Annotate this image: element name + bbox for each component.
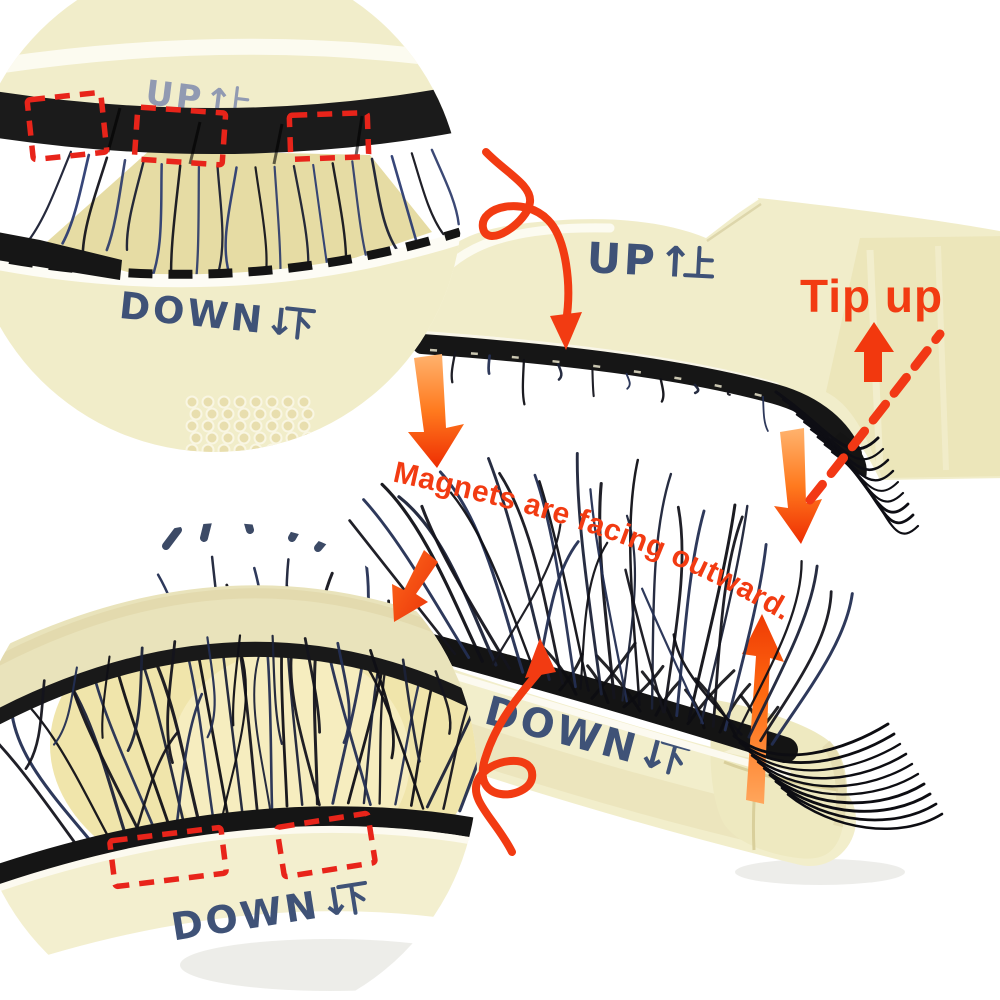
upper-lash-band (412, 334, 862, 464)
kanji-xia-glyph (336, 880, 367, 915)
gradient-down-arrow-left (408, 354, 464, 468)
inset2-cut-text-marks (162, 523, 332, 552)
foot-lash-sweep (732, 722, 944, 830)
central-lash-fan (348, 451, 854, 746)
magnet-highlight-box (286, 110, 372, 162)
inset2-upper-lash-fan (24, 634, 452, 770)
tip-up-label: Tip up (800, 270, 943, 322)
inset1-magnet-edge-dashes (0, 227, 462, 279)
inset1-gloss (0, 38, 462, 78)
inset2-lower-gloss (0, 825, 477, 902)
gradient-down-arrow-right (774, 428, 822, 544)
inset-top-left: UP↑ DOWN↓ (0, 0, 462, 452)
kanji-xia-glyph (285, 306, 316, 340)
outward-fragment-arrow (392, 550, 438, 622)
inset2-lower-band (0, 825, 477, 978)
inset-bottom-left: DOWN↓ (0, 523, 477, 1000)
foot-shadow (735, 859, 905, 885)
tray-seam (700, 194, 759, 237)
magnet-highlight-box (24, 89, 110, 163)
magnet-highlight-box (107, 824, 229, 890)
tip-up-solid-arrow (854, 322, 894, 382)
inset1-band-edge-left (0, 225, 122, 280)
inset1-lash-band (0, 85, 462, 155)
curl-up-arrow (472, 638, 556, 856)
band-notches (106, 107, 364, 165)
gloss-line (935, 245, 949, 471)
magnet-highlight-box (274, 810, 378, 880)
magnets-outward-label: Magnets are facing outward. (391, 456, 798, 627)
inset2-shadow (180, 939, 477, 991)
tip-up-annotation: Tip up (800, 270, 945, 505)
up-label-main: UP↑ (586, 233, 715, 288)
tip-up-dashed-curve (805, 329, 945, 505)
inset2-lash-band (0, 806, 477, 894)
kanji-shang-glyph (683, 245, 715, 279)
central-lash-crisscross (491, 514, 743, 736)
inset2-upper-band-edge (0, 588, 477, 681)
tray-seam-shade (706, 202, 762, 243)
magnet-highlight-box (131, 104, 229, 168)
lower-gloss (426, 664, 791, 779)
curl-down-arrow (478, 148, 582, 350)
up-label-main-text: UP↑ (586, 233, 697, 288)
inset2-upper-band (0, 585, 477, 728)
magnets-outward-textpath: Magnets are facing outward. (391, 456, 797, 627)
upper-band-lash-stubs (450, 350, 769, 432)
inset1-lower-gloss (0, 231, 462, 288)
